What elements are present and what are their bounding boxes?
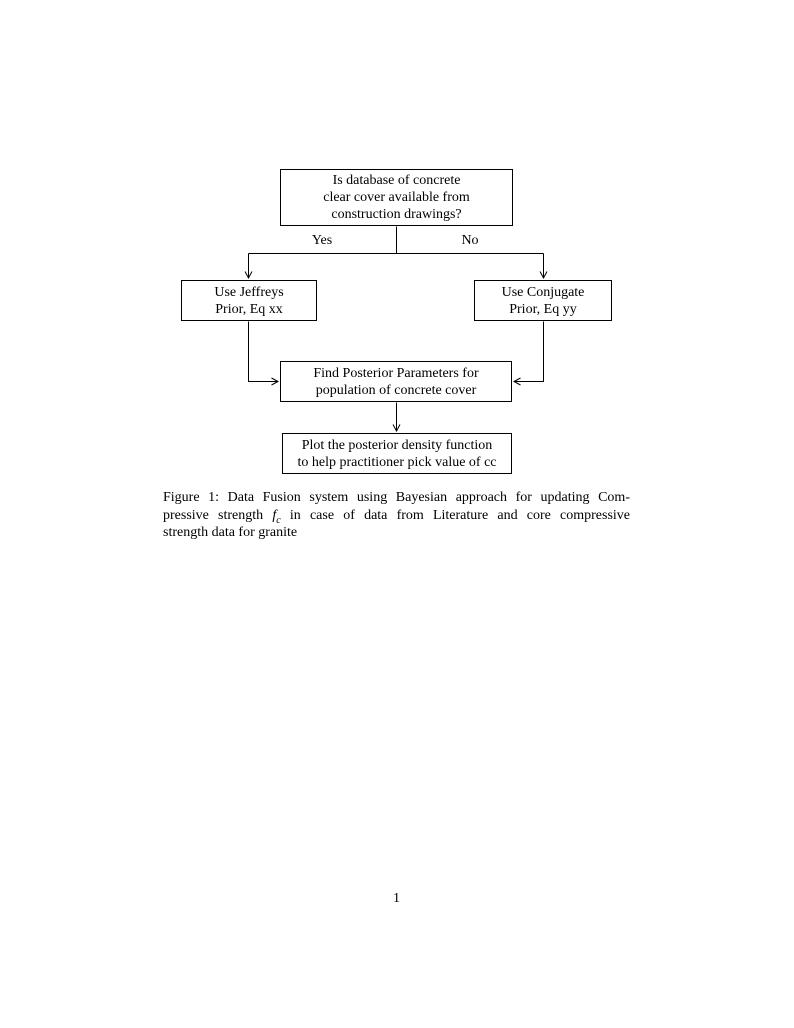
flowchart-node-posterior-parameters: Find Posterior Parameters for population… — [280, 361, 512, 402]
figure-caption: Figure 1: Data Fusion system using Bayes… — [163, 489, 630, 542]
caption-line2-before-math: pressive strength — [163, 507, 264, 523]
figure-caption-line1: Figure 1: Data Fusion system using Bayes… — [163, 490, 630, 505]
edge-label-yes: Yes — [311, 233, 333, 248]
edge-conjugate-to-posterior — [512, 321, 544, 386]
figure-caption-line2: pressive strength fc in case of data fro… — [163, 507, 630, 525]
edge-label-no: No — [461, 233, 479, 248]
edge-jeffreys-to-posterior — [248, 321, 280, 386]
flowchart-node-plot-density: Plot the posterior density function to h… — [282, 433, 512, 474]
caption-line2-after-math: in case of data from Literature and core… — [289, 507, 630, 523]
flowchart-node-conjugate-prior: Use Conjugate Prior, Eq yy — [474, 280, 612, 321]
math-fc-symbol: fc — [272, 507, 281, 526]
figure-caption-line3: strength data for granite — [163, 525, 298, 540]
page-number: 1 — [393, 891, 400, 906]
flowchart-node-jeffreys-prior: Use Jeffreys Prior, Eq xx — [181, 280, 317, 321]
flowchart-node-question: Is database of concrete clear cover avai… — [280, 169, 513, 226]
